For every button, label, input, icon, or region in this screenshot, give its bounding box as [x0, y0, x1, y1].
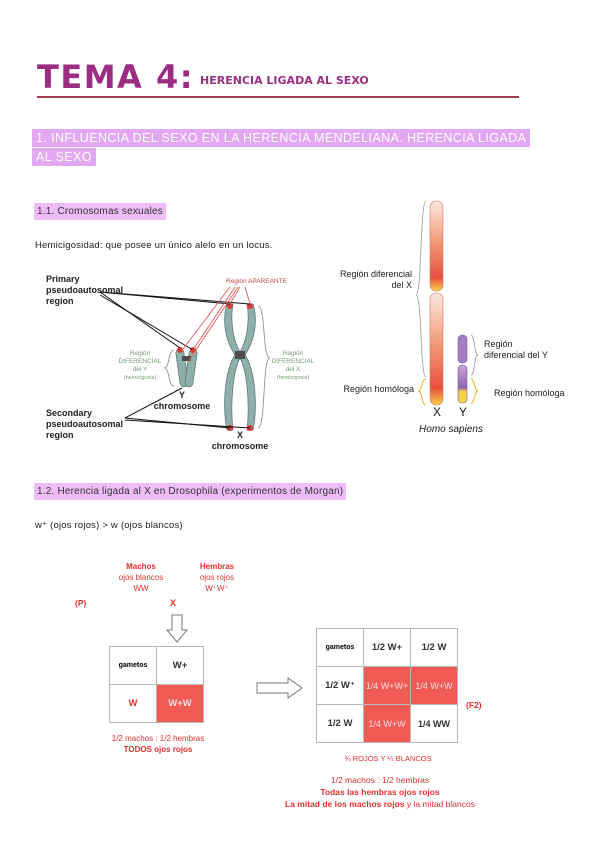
homo-sapiens-svg: [415, 200, 479, 406]
final-caption: 1/2 machos : 1/2 hembras Todas las hembr…: [280, 774, 480, 810]
region-diferencial-y-label: Región DIFERENCIAL del Y (hemicigosis): [116, 350, 164, 382]
cross-x: X: [170, 598, 177, 608]
hembras-block: Hembras ojos rojos W⁺W⁺: [186, 561, 248, 594]
title-sub: HERENCIA LIGADA AL SEXO: [200, 74, 369, 87]
hemicigosidad-text: Hemicigosidad: que posee un único alelo …: [35, 240, 273, 251]
hembras-genotype: W⁺W⁺: [205, 584, 229, 593]
region-diferencial-y-label-2: Región diferencial del Y: [484, 339, 548, 360]
region-homologa-right: Región homóloga: [494, 388, 565, 398]
f2-row1: 1/2 W⁺: [316, 666, 364, 705]
x-chrom-top: [429, 200, 444, 292]
f1-caption-2: TODOS ojos rojos: [123, 745, 193, 754]
region-diferencial-y-text: Región DIFERENCIAL del Y: [118, 350, 162, 373]
homo-sapiens-caption: Homo sapiens: [419, 424, 483, 435]
f1-cell: W+W: [156, 684, 204, 723]
primary-pseudoautosomal-label: Primary pseudoautosomal region: [46, 274, 124, 306]
f1-caption: 1/2 machos : 1/2 hembras TODOS ojos rojo…: [88, 733, 228, 755]
machos-block: Machos ojos blancos WW: [110, 561, 172, 594]
x-chromosome-label: X chromosome: [211, 430, 269, 451]
subsection-1-1-text: 1.1. Cromosomas sexuales: [34, 203, 166, 220]
f1-punnett-table: gametos W+ W W+W: [109, 646, 204, 723]
final-caption-3b: y la mitad blancos: [404, 799, 475, 809]
machos-label: Machos: [126, 562, 156, 571]
f2-c12: 1/4 W+W: [410, 666, 458, 705]
y-letter: Y: [458, 405, 467, 419]
f2-label: (F2): [466, 700, 482, 710]
section-1-heading-text: 1. INFLUENCIA DEL SEXO EN LA HERENCIA ME…: [32, 129, 531, 166]
region-diferencial-x-text: Región DIFERENCIAL del X: [271, 350, 315, 373]
x-chromosome-shape: [224, 303, 256, 431]
f1-col-header: W+: [156, 646, 204, 685]
secondary-pseudoautosomal-label: Secondary pseudoautosomal region: [46, 408, 124, 440]
chromosome-figure: Primary pseudoautosomal region Secondary…: [30, 270, 330, 455]
final-caption-1: 1/2 machos : 1/2 hembras: [330, 775, 430, 785]
f2-gametos: gametos: [316, 628, 364, 667]
y-chromosome-shape: [175, 347, 198, 388]
f2-row2: 1/2 W: [316, 704, 364, 743]
chromosome-figure-svg: [99, 286, 271, 431]
title-rule: [37, 96, 519, 98]
right-arrow-icon: [256, 677, 303, 699]
section-1-heading: 1. INFLUENCIA DEL SEXO EN LA HERENCIA ME…: [32, 129, 544, 167]
final-caption-3a: La mitad de los machos rojos: [285, 799, 405, 809]
f1-row-header: W: [109, 684, 157, 723]
region-diferencial-x-label: Región DIFERENCIAL del X (hemicigosis): [268, 350, 318, 382]
y-chrom-top: [457, 334, 468, 364]
hembras-label: Hembras: [199, 562, 235, 571]
down-arrow-icon: [166, 614, 188, 643]
p-label: (P): [75, 598, 87, 608]
f2-punnett-table: gametos 1/2 W+ 1/2 W 1/2 W⁺ 1/4 W+W+ 1/4…: [316, 628, 458, 743]
hemicigosis-x-text: (hemicigosis): [276, 375, 310, 381]
f2-c21: 1/4 W+W: [363, 704, 411, 743]
f2-c11: 1/4 W+W+: [363, 666, 411, 705]
f2-c22: 1/4 WW: [410, 704, 458, 743]
y-chromosome-label: Y chromosome: [153, 390, 211, 411]
title-main: TEMA 4:: [37, 58, 194, 96]
machos-genotype: WW: [133, 584, 149, 593]
subsection-1-2-text: 1.2. Herencia ligada al X en Drosophila …: [34, 483, 347, 500]
x-chrom-bottom: [429, 292, 444, 406]
final-caption-2: Todas las hembras ojos rojos: [320, 787, 440, 797]
hembras-eyes: ojos rojos: [199, 573, 235, 582]
page-title: TEMA 4: HERENCIA LIGADA AL SEXO: [37, 58, 369, 96]
subsection-1-2-heading: 1.2. Herencia ligada al X en Drosophila …: [34, 483, 347, 500]
x-letter: X: [432, 405, 441, 419]
region-apareante-label: Región APAREANTE: [226, 278, 287, 285]
homo-sapiens-figure: Región diferencial del X Región diferenc…: [320, 195, 590, 445]
region-homologa-left: Región homóloga: [343, 384, 414, 394]
subsection-1-1-heading: 1.1. Cromosomas sexuales: [34, 203, 166, 220]
f1-caption-1: 1/2 machos : 1/2 hembras: [111, 734, 205, 743]
f2-col2: 1/2 W: [410, 628, 458, 667]
f1-gametos: gametos: [109, 646, 157, 685]
wplus-text: w⁺ (ojos rojos) > w (ojos blancos): [35, 520, 183, 531]
ratio-caption: ¾ ROJOS Y ¼ BLANCOS: [344, 754, 432, 763]
f2-col1: 1/2 W+: [363, 628, 411, 667]
hemicigosis-y-text: (hemicigosis): [123, 375, 157, 381]
y-chrom-bottom: [457, 364, 468, 404]
machos-eyes: ojos blancos: [118, 573, 164, 582]
region-diferencial-x-label-2: Región diferencial del X: [339, 269, 412, 290]
